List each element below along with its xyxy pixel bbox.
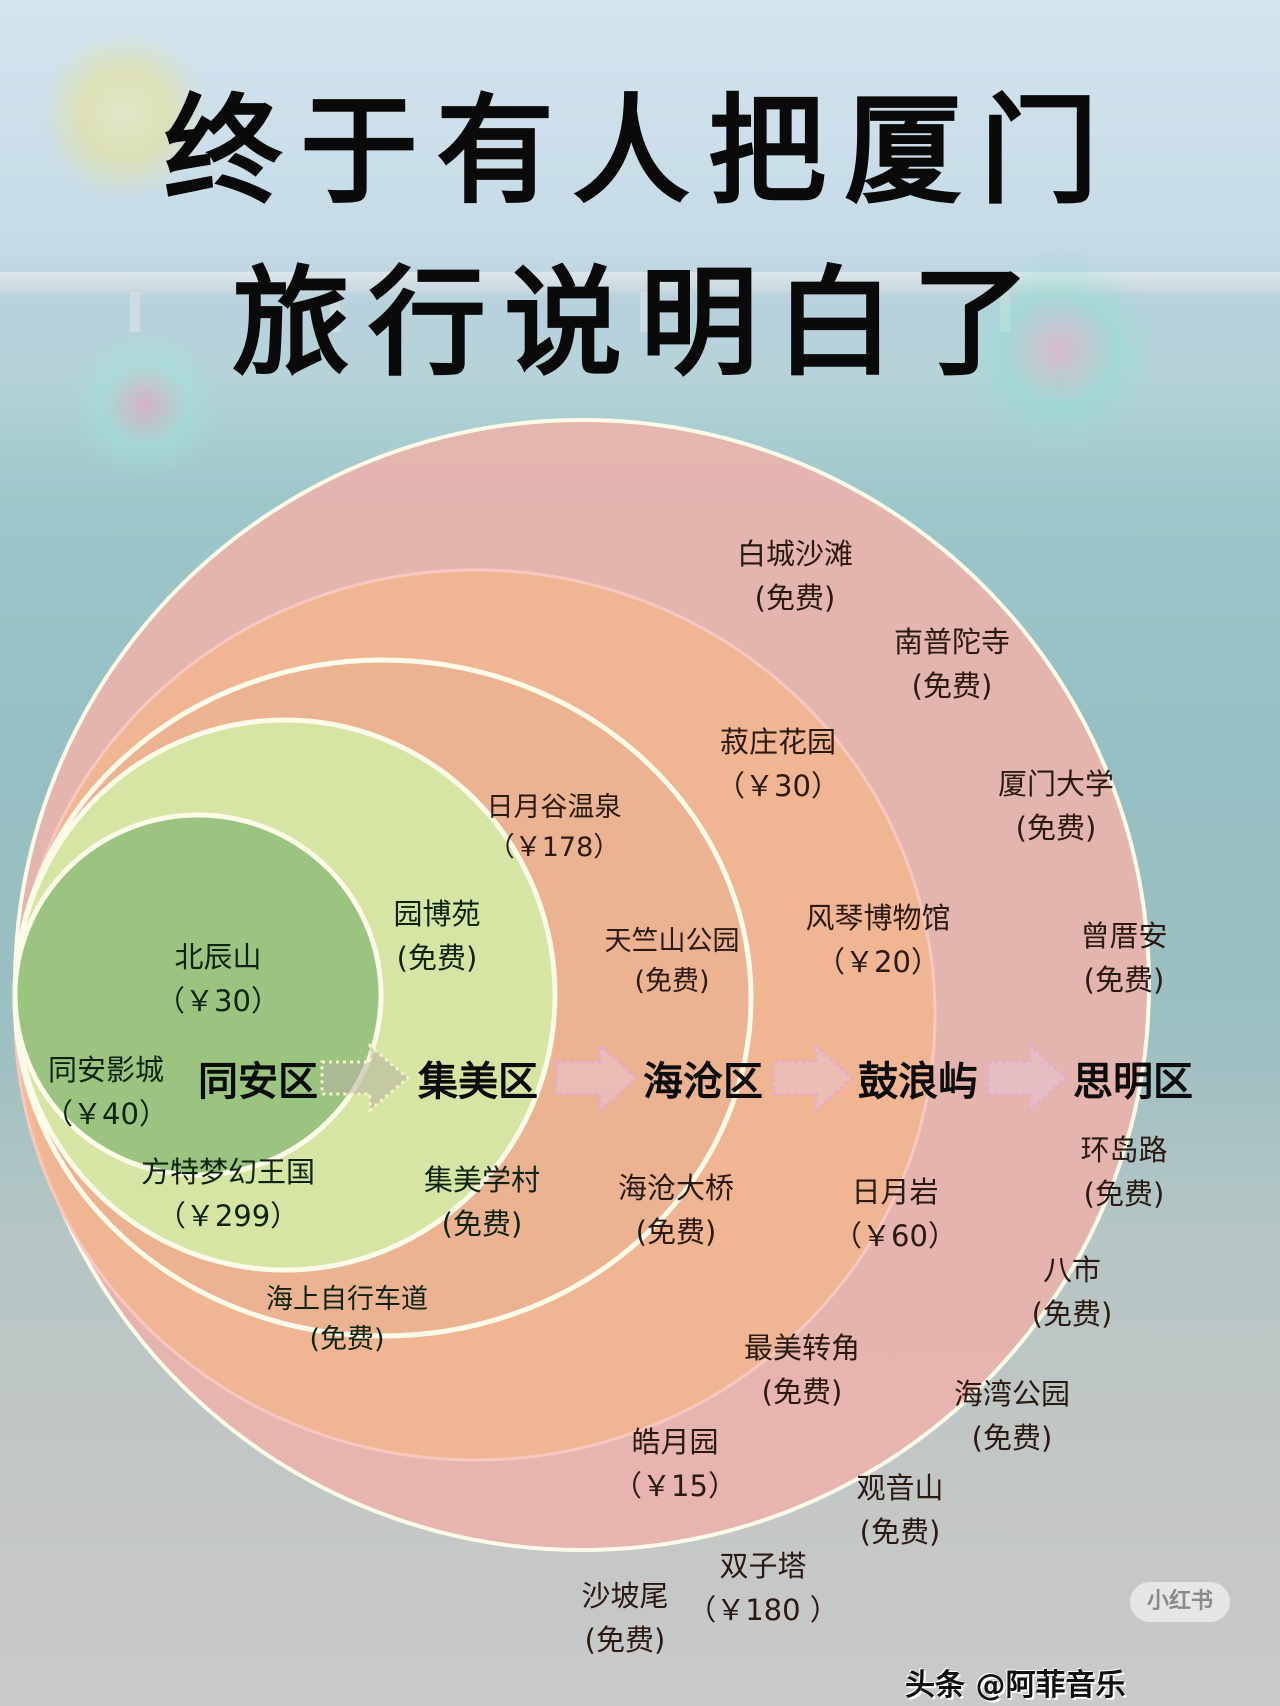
- attraction-price: (免费): [754, 581, 836, 615]
- attraction-haoyueyuan: 皓月园 （￥15）: [613, 1420, 737, 1508]
- attraction-yuanboyuan: 园博苑 (免费): [393, 892, 480, 980]
- attraction-price: (免费): [584, 1623, 666, 1657]
- firework-decoration: [960, 250, 1160, 450]
- attraction-price: （￥180 ）: [687, 1593, 839, 1627]
- attraction-price: (免费): [1031, 1297, 1113, 1331]
- attraction-xiamen-university: 厦门大学 (免费): [998, 762, 1114, 850]
- district-tongan: 同安区: [198, 1059, 318, 1105]
- attraction-sea-bike-path: 海上自行车道 (免费): [266, 1280, 428, 1360]
- attraction-bay-park: 海湾公园 (免费): [954, 1372, 1070, 1460]
- attraction-name: 北辰山: [174, 940, 262, 974]
- attraction-name: 风琴博物馆: [805, 901, 951, 935]
- attraction-huandao-road: 环岛路 (免费): [1080, 1128, 1167, 1216]
- background-bridge: [0, 272, 1280, 294]
- attraction-price: （￥20）: [816, 945, 940, 979]
- district-jimei: 集美区: [418, 1059, 538, 1105]
- attraction-name: 沙坡尾: [581, 1579, 669, 1613]
- attraction-price: （￥40）: [44, 1097, 168, 1131]
- attraction-guanyinshan: 观音山 (免费): [856, 1466, 943, 1554]
- attraction-name: 日月谷温泉: [486, 792, 622, 823]
- attraction-nanputuo-temple: 南普陀寺 (免费): [894, 620, 1010, 708]
- attraction-price: (免费): [1083, 1177, 1165, 1211]
- attraction-price: (免费): [971, 1421, 1053, 1455]
- attraction-riyueyan: 日月岩 （￥60）: [833, 1170, 957, 1258]
- attraction-name: 菽庄花园: [719, 725, 836, 759]
- attraction-tongan-cinema: 同安影城 （￥40）: [44, 1048, 168, 1136]
- attraction-price: (免费): [761, 1375, 843, 1409]
- attraction-name: 白城沙滩: [736, 537, 854, 571]
- attraction-name: 天竺山公园: [604, 926, 740, 957]
- title-line-2: 旅行说明白了: [231, 254, 1048, 392]
- attraction-organ-museum: 风琴博物馆 （￥20）: [805, 896, 950, 984]
- attraction-beichenshan: 北辰山 （￥30）: [156, 935, 280, 1023]
- attraction-name: 海湾公园: [953, 1377, 1071, 1411]
- attraction-jimei-school-village: 集美学村 (免费): [424, 1158, 540, 1246]
- bridge-pillar: [130, 292, 140, 332]
- xiaohongshu-watermark-badge: 小红书: [1130, 1582, 1230, 1622]
- attraction-price: （￥15）: [613, 1469, 737, 1503]
- attraction-name: 方特梦幻王国: [140, 1155, 316, 1189]
- attraction-zengcuoan: 曾厝安 (免费): [1080, 914, 1167, 1002]
- attraction-shapowei: 沙坡尾 (免费): [581, 1574, 668, 1662]
- attraction-price: (免费): [911, 669, 993, 703]
- attraction-price: (免费): [396, 941, 478, 975]
- ring-tongan: [12, 812, 384, 1178]
- attraction-name: 园博苑: [393, 897, 481, 931]
- attraction-most-beautiful-corner: 最美转角 (免费): [744, 1326, 860, 1414]
- attraction-fantawild: 方特梦幻王国 （￥299）: [141, 1150, 315, 1238]
- district-gulangyu: 鼓浪屿: [858, 1059, 978, 1105]
- firework-decoration: [40, 30, 210, 200]
- attraction-shuzhuang-garden: 菽庄花园 （￥30）: [716, 720, 840, 808]
- attraction-price: (免费): [441, 1207, 523, 1241]
- title-line-1: 终于有人把厦门: [163, 82, 1116, 220]
- attraction-name: 厦门大学: [997, 767, 1115, 801]
- bridge-pillar: [640, 292, 650, 332]
- attraction-twin-towers: 双子塔 （￥180 ）: [687, 1544, 839, 1632]
- attraction-price: (免费): [859, 1515, 941, 1549]
- attraction-baicheng-beach: 白城沙滩 (免费): [737, 532, 853, 620]
- attraction-name: 集美学村: [423, 1163, 541, 1197]
- attraction-name: 同安影城: [47, 1053, 164, 1087]
- attraction-name: 环岛路: [1080, 1133, 1168, 1167]
- attraction-name: 皓月园: [631, 1425, 719, 1459]
- attraction-price: (免费): [634, 966, 710, 997]
- arrow-gulangyu-siming: [986, 1042, 1069, 1114]
- attraction-price: (免费): [635, 1215, 717, 1249]
- arrow-haicang-gulangyu: [772, 1042, 855, 1114]
- attraction-bashi-market: 八市 (免费): [1032, 1248, 1113, 1336]
- district-siming: 思明区: [1073, 1059, 1193, 1105]
- attraction-price: (免费): [1083, 963, 1165, 997]
- attraction-name: 八市: [1042, 1253, 1102, 1287]
- attraction-riyuegu-hotspring: 日月谷温泉 （￥178）: [487, 788, 622, 868]
- attraction-price: (免费): [309, 1324, 385, 1355]
- attraction-price: （￥60）: [833, 1219, 957, 1253]
- attraction-name: 最美转角: [743, 1331, 861, 1365]
- attraction-name: 海上自行车道: [266, 1284, 428, 1315]
- bridge-pillar: [330, 292, 340, 332]
- attraction-name: 日月岩: [851, 1175, 939, 1209]
- bridge-pillar: [1000, 292, 1010, 332]
- attraction-price: （￥178）: [487, 832, 621, 863]
- attraction-price: (免费): [1015, 811, 1097, 845]
- arrow-tongan-jimei: [320, 1042, 411, 1114]
- attraction-name: 南普陀寺: [893, 625, 1011, 659]
- attraction-price: （￥30）: [156, 984, 280, 1018]
- attraction-name: 曾厝安: [1080, 919, 1168, 953]
- attraction-price: （￥30）: [716, 769, 840, 803]
- district-haicang: 海沧区: [643, 1059, 763, 1105]
- firework-decoration: [70, 330, 220, 480]
- attraction-name: 双子塔: [719, 1549, 807, 1583]
- attraction-name: 观音山: [856, 1471, 944, 1505]
- attraction-haicang-bridge: 海沧大桥 (免费): [618, 1166, 734, 1254]
- attraction-name: 海沧大桥: [617, 1171, 735, 1205]
- attraction-price: （￥299）: [156, 1199, 300, 1233]
- attraction-tianzhushan-park: 天竺山公园 (免费): [605, 922, 740, 1002]
- arrow-jimei-haicang: [554, 1042, 639, 1114]
- toutiao-watermark-text: 头条 @阿菲音乐: [905, 1668, 1126, 1703]
